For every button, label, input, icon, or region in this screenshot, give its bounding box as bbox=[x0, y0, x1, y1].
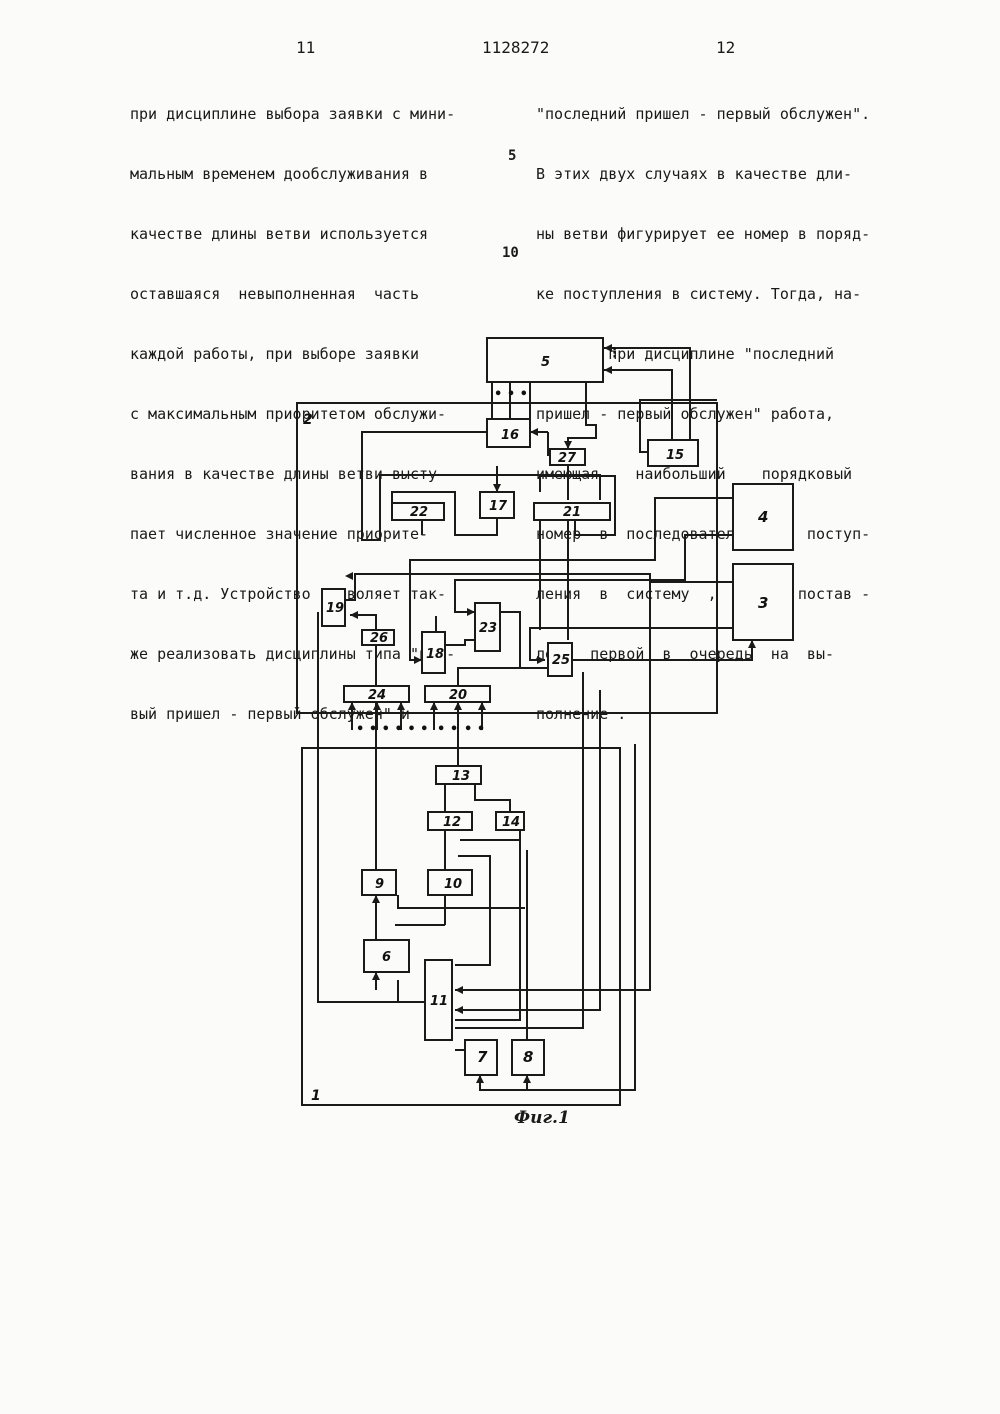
svg-text:• •: • • bbox=[437, 722, 458, 737]
frame-label-2: 2 bbox=[303, 412, 313, 428]
block-label-7: 7 bbox=[477, 1048, 488, 1066]
block-label-4: 4 bbox=[757, 508, 768, 526]
block-label-20: 20 bbox=[449, 688, 467, 703]
block-label-8: 8 bbox=[523, 1048, 533, 1066]
line-number-5: 5 bbox=[508, 148, 516, 164]
block-label-15: 15 bbox=[666, 448, 684, 463]
block-label-24: 24 bbox=[368, 688, 386, 703]
block-label-19: 19 bbox=[326, 601, 344, 616]
block-label-3: 3 bbox=[758, 594, 768, 612]
block-label-14: 14 bbox=[502, 815, 520, 830]
block-label-22: 22 bbox=[410, 505, 428, 520]
page-number-right: 12 bbox=[716, 38, 735, 57]
block-label-23: 23 bbox=[479, 621, 497, 636]
block-label-17: 17 bbox=[489, 499, 508, 514]
frame-label-1: 1 bbox=[311, 1088, 321, 1104]
block-label-26: 26 bbox=[370, 631, 388, 646]
text-line: ке поступления в систему. Тогда, на- bbox=[536, 284, 870, 304]
block-label-25: 25 bbox=[552, 653, 570, 668]
block-label-13: 13 bbox=[452, 769, 470, 784]
block-label-18: 18 bbox=[426, 647, 444, 662]
frame-1 bbox=[302, 748, 620, 1105]
block-diagram: • • • • • • • • • • • • • ⋮ 5 16 27 15 1… bbox=[0, 320, 1000, 1110]
patent-number: 1128272 bbox=[482, 38, 549, 57]
svg-text:• •: • • bbox=[464, 722, 485, 737]
block-label-5: 5 bbox=[541, 355, 550, 370]
text-line: оставшаяся невыполненная часть bbox=[130, 284, 455, 304]
text-line: "последний пришел - первый обслужен". bbox=[536, 104, 870, 124]
block-label-11: 11 bbox=[430, 994, 448, 1009]
line-number-10: 10 bbox=[502, 245, 519, 261]
block-label-6: 6 bbox=[382, 950, 391, 965]
block-label-16: 16 bbox=[501, 428, 519, 443]
text-line: качестве длины ветви используется bbox=[130, 224, 455, 244]
text-line: мальным временем дообслуживания в bbox=[130, 164, 455, 184]
block-label-21: 21 bbox=[563, 505, 581, 520]
page-number-left: 11 bbox=[296, 38, 315, 57]
text-line: при дисциплине выбора заявки с мини- bbox=[130, 104, 455, 124]
svg-text:• • •: • • • bbox=[494, 387, 528, 402]
svg-text:⋮: ⋮ bbox=[608, 346, 621, 361]
text-line: ны ветви фигурирует ее номер в поряд- bbox=[536, 224, 870, 244]
block-label-12: 12 bbox=[443, 815, 461, 830]
text-line: В этих двух случаях в качестве дли- bbox=[536, 164, 870, 184]
block-label-9: 9 bbox=[375, 877, 384, 892]
block-label-27: 27 bbox=[558, 451, 577, 466]
figure-caption: Фиг.1 bbox=[514, 1108, 570, 1128]
block-label-10: 10 bbox=[444, 877, 462, 892]
input-dots: • • • • • • • • • • • • • ⋮ bbox=[356, 346, 621, 737]
svg-text:• • • • • •: • • • • • • bbox=[356, 722, 428, 737]
